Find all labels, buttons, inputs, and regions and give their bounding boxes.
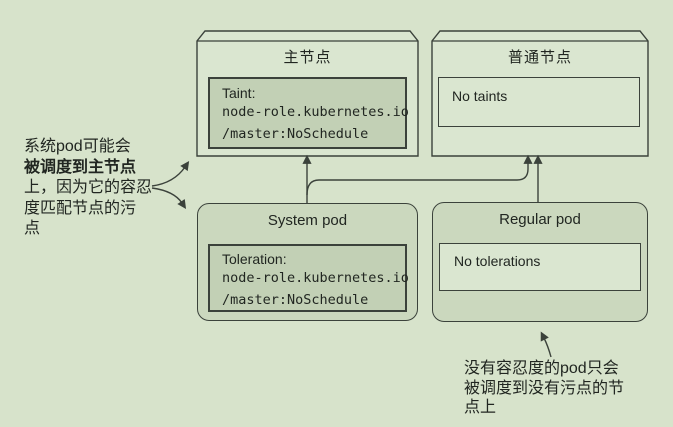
taint-code-line2: /master:NoSchedule bbox=[222, 126, 369, 142]
bottom-right-annotation: 没有容忍度的pod只会 被调度到没有污点的节 点上 bbox=[464, 359, 624, 418]
taint-label: Taint: bbox=[222, 85, 256, 101]
regular-node-title: 普通节点 bbox=[507, 49, 572, 66]
toleration-box: Toleration: node-role.kubernetes.io /mas… bbox=[208, 244, 409, 312]
taint-box: Taint: node-role.kubernetes.io /master:N… bbox=[208, 77, 409, 149]
no-tolerations-box: No tolerations bbox=[439, 243, 641, 291]
taint-code-line1: node-role.kubernetes.io bbox=[222, 104, 409, 120]
left-annotation: 系统pod可能会 被调度到主节点 上，因为它的容忍 度匹配节点的污 点 bbox=[24, 137, 152, 240]
arrow-bottom-annotation-to-regular-pod bbox=[540, 331, 552, 358]
left-annotation-line: 系统pod可能会 bbox=[24, 138, 131, 155]
bottom-right-annotation-line: 点上 bbox=[464, 399, 497, 416]
arrow-left-annotation-to-master-node bbox=[151, 161, 190, 187]
system-pod-title: System pod bbox=[267, 212, 348, 229]
arrow-left-annotation-to-system-pod bbox=[151, 187, 187, 210]
regular-pod-box: Regular pod No tolerations bbox=[432, 202, 648, 322]
toleration-code-line1: node-role.kubernetes.io bbox=[222, 270, 409, 286]
bottom-right-annotation-line: 没有容忍度的pod只会 bbox=[464, 360, 619, 377]
left-annotation-line: 上，因为它的容忍 bbox=[24, 179, 153, 196]
no-taints-box: No taints bbox=[438, 77, 640, 127]
no-taints-label: No taints bbox=[452, 88, 508, 104]
left-annotation-line: 度匹配节点的污 bbox=[24, 199, 137, 217]
regular-pod-title: Regular pod bbox=[499, 211, 581, 228]
arrow-system-pod-to-regular-node bbox=[306, 154, 533, 196]
toleration-label: Toleration: bbox=[222, 251, 287, 267]
left-annotation-line: 被调度到主节点 bbox=[24, 158, 137, 176]
toleration-code-line2: /master:NoSchedule bbox=[222, 292, 369, 308]
left-annotation-line: 点 bbox=[24, 220, 41, 237]
no-tolerations-label: No tolerations bbox=[454, 253, 541, 269]
bottom-right-annotation-line: 被调度到没有污点的节 bbox=[464, 379, 625, 397]
master-node-title: 主节点 bbox=[283, 49, 332, 66]
system-pod-box: System pod Toleration: node-role.kuberne… bbox=[197, 203, 418, 321]
